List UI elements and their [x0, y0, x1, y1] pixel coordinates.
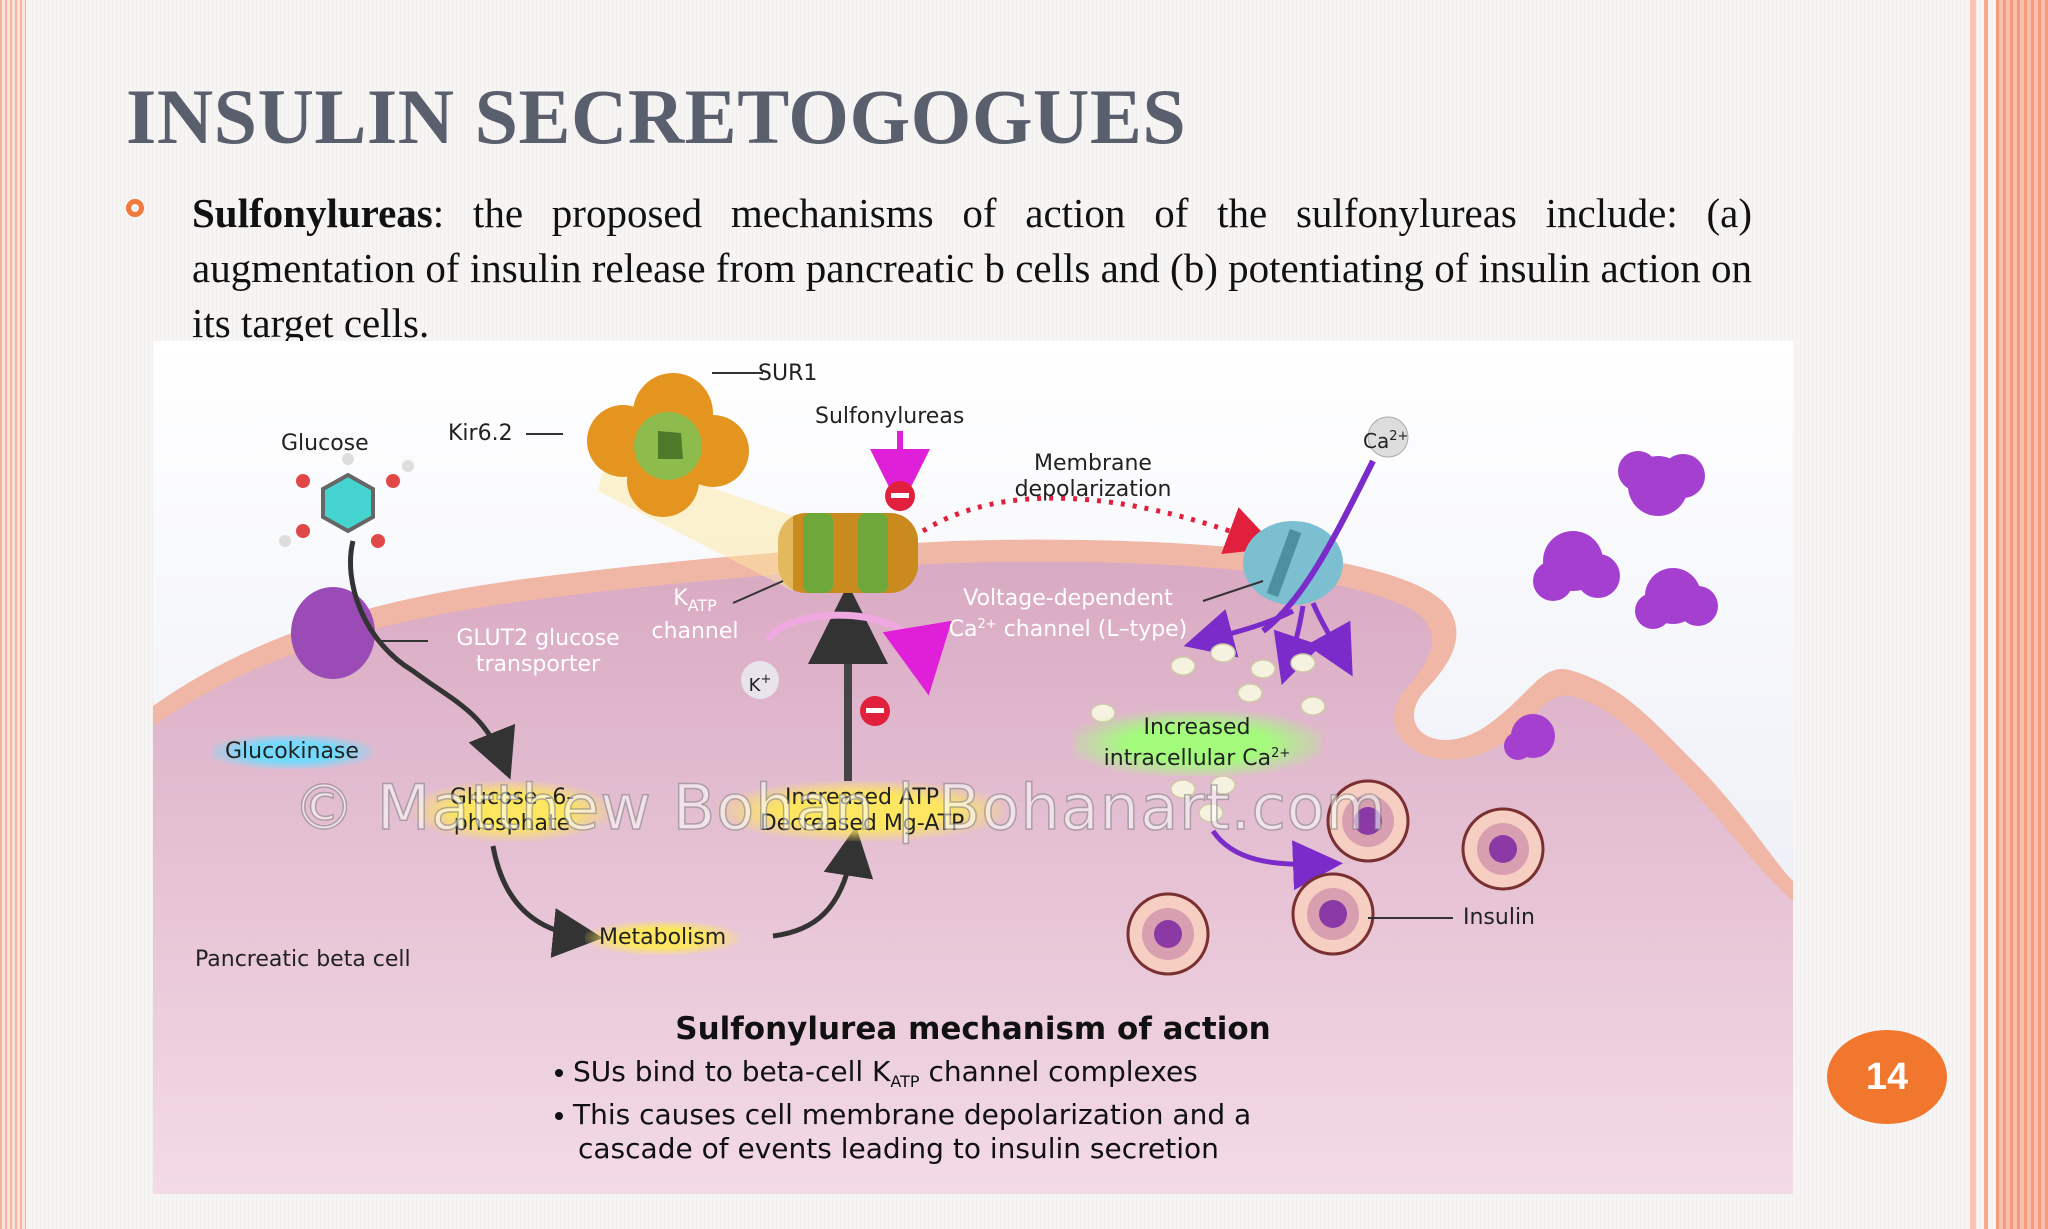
- figure-illustration: [153, 341, 1793, 1194]
- bullet-body: : the proposed mechanisms of action of t…: [192, 190, 1752, 346]
- glut2-transporter-shape: [291, 587, 375, 679]
- label-voltage-channel: Voltage-dependent Ca2+ channel (L–type): [948, 586, 1188, 642]
- label-glucokinase: Glucokinase: [211, 735, 373, 769]
- label-insulin: Insulin: [1463, 905, 1536, 930]
- left-decorative-border: [0, 0, 26, 1229]
- label-kir62: Kir6.2: [448, 421, 513, 446]
- metabolism-to-atp-arrow: [772, 826, 874, 939]
- label-glucose: Glucose: [281, 431, 369, 456]
- bullet-paragraph: Sulfonylureas: the proposed mechanisms o…: [192, 186, 1752, 351]
- depolarization-arrow: [921, 495, 1277, 555]
- glucose-molecule-icon: [279, 453, 414, 548]
- cell-cytoplasm: [153, 561, 1793, 1194]
- calcium-channel-icon: [1243, 521, 1343, 605]
- caption-bullet-1: SUs bind to beta-cell KATP channel compl…: [555, 1055, 1198, 1099]
- insulin-granules: [1126, 779, 1545, 976]
- label-potassium-ion: K+: [741, 661, 779, 699]
- label-pancreatic-beta-cell: Pancreatic beta cell: [195, 947, 411, 972]
- label-glut2-transporter: GLUT2 glucose transporter: [456, 626, 620, 677]
- bullet-circle-icon: [126, 199, 144, 217]
- right-decorative-border: [1970, 0, 2048, 1229]
- intracellular-calcium-dots: [1090, 643, 1326, 823]
- bullet-term: Sulfonylureas: [192, 190, 433, 236]
- caption-bullet-2-continued: cascade of events leading to insulin sec…: [578, 1132, 1219, 1165]
- label-atp-levels: Increased ATP Decreased Mg-ATP: [718, 781, 1006, 841]
- label-sur1: SUR1: [758, 361, 818, 386]
- caption-bullet-2: This causes cell membrane depolarization…: [555, 1098, 1251, 1132]
- watermark: © Matthew Bohan | Bohanart.com: [292, 770, 1387, 845]
- label-calcium-ion: Ca2+: [1363, 429, 1409, 453]
- calcium-ion-icon: [1367, 416, 1409, 458]
- mechanism-figure: SUR1 Sulfonylureas Glucose Kir6.2 Membra…: [153, 341, 1793, 1194]
- k-efflux-arrow: [764, 611, 952, 696]
- label-sulfonylureas: Sulfonylureas: [815, 404, 965, 429]
- glucose-uptake-arrow: [348, 540, 516, 780]
- katp-channel-icon: [778, 513, 918, 593]
- page-number-badge: 14: [1827, 1030, 1947, 1124]
- secretion-arrow: [1210, 829, 1343, 891]
- label-katp-channel: KATP channel: [651, 586, 739, 644]
- label-membrane-depolarization: Membrane depolarization: [1014, 451, 1172, 502]
- caption-title: Sulfonylurea mechanism of action: [675, 1011, 1271, 1047]
- label-glucose-6-phosphate: Glucose -6- phosphate: [413, 781, 611, 841]
- sur1-kir62-complex-icon: [587, 373, 749, 517]
- label-metabolism: Metabolism: [585, 921, 741, 955]
- released-insulin-clusters: [1504, 451, 1718, 760]
- slide-title: INSULIN SECRETOGOGUES: [126, 73, 1187, 160]
- label-increased-calcium: Increased intracellular Ca2+: [1073, 711, 1321, 776]
- g6p-to-metabolism-arrow: [490, 845, 603, 958]
